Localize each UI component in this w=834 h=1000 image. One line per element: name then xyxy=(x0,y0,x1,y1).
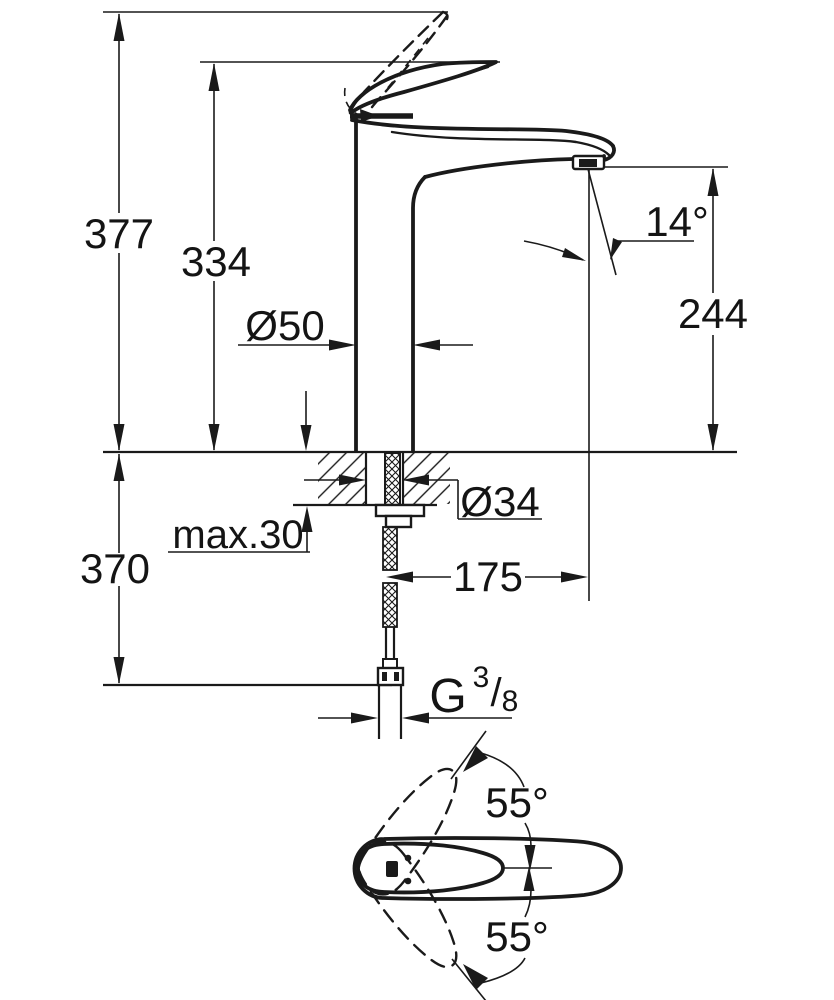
aerator-insert xyxy=(579,159,597,167)
thread-g-label: G xyxy=(429,670,466,723)
lever-handle-inner-line xyxy=(379,65,490,101)
plan-body-outline xyxy=(352,836,623,901)
body-right-edge xyxy=(411,175,427,453)
handle-rotation-arc xyxy=(343,87,362,117)
mounting-flange xyxy=(374,503,426,518)
dim-body-diameter-label: Ø50 xyxy=(245,302,324,349)
side-view-faucet-outline xyxy=(348,60,616,453)
plan-outlet-mark xyxy=(386,861,398,877)
dim-outlet-height-label: 244 xyxy=(678,290,748,337)
spout-top-inner-line xyxy=(390,130,611,157)
dim-hole-diameter-label: Ø34 xyxy=(460,478,539,525)
spout-underside xyxy=(423,157,575,179)
dim-swivel-upper-label: 55° xyxy=(485,779,549,826)
dim-deck-thickness-label: max.30 xyxy=(172,513,303,557)
hose-fitting xyxy=(382,658,398,669)
dimension-lines xyxy=(103,11,737,724)
bottom-view xyxy=(352,730,623,1000)
thread-denominator-label: 8 xyxy=(502,685,519,718)
dim-swivel-lower-label: 55° xyxy=(485,913,549,960)
plan-handle-rotated-up xyxy=(357,767,458,896)
stream-angle-line xyxy=(587,168,617,276)
mounting-deck-section xyxy=(293,452,450,529)
plan-handle-neutral xyxy=(356,841,505,895)
supply-hose xyxy=(376,526,405,739)
dim-handle-height-label: 334 xyxy=(181,238,251,285)
dimension-labels: 377 334 Ø50 14° 244 max.30 Ø34 370 175 G… xyxy=(80,198,748,960)
deck-hatch-left xyxy=(318,453,366,504)
thread-numerator-label: 3 xyxy=(473,661,490,694)
side-view-handle-raised-dashed xyxy=(343,10,449,122)
plan-handle-rotated-down xyxy=(357,840,458,969)
dim-overall-height-label: 377 xyxy=(84,210,154,257)
hose-nut xyxy=(376,666,405,687)
dim-stream-angle-label: 14° xyxy=(645,198,709,245)
dim-spout-reach-label: 175 xyxy=(453,553,523,600)
dim-below-deck-label: 370 xyxy=(80,545,150,592)
deck-hatch-right xyxy=(403,453,450,504)
spout-top-edge xyxy=(350,118,615,148)
thread-slash-label: / xyxy=(490,671,502,715)
mounting-nut xyxy=(384,514,413,529)
threaded-shank xyxy=(384,452,401,506)
